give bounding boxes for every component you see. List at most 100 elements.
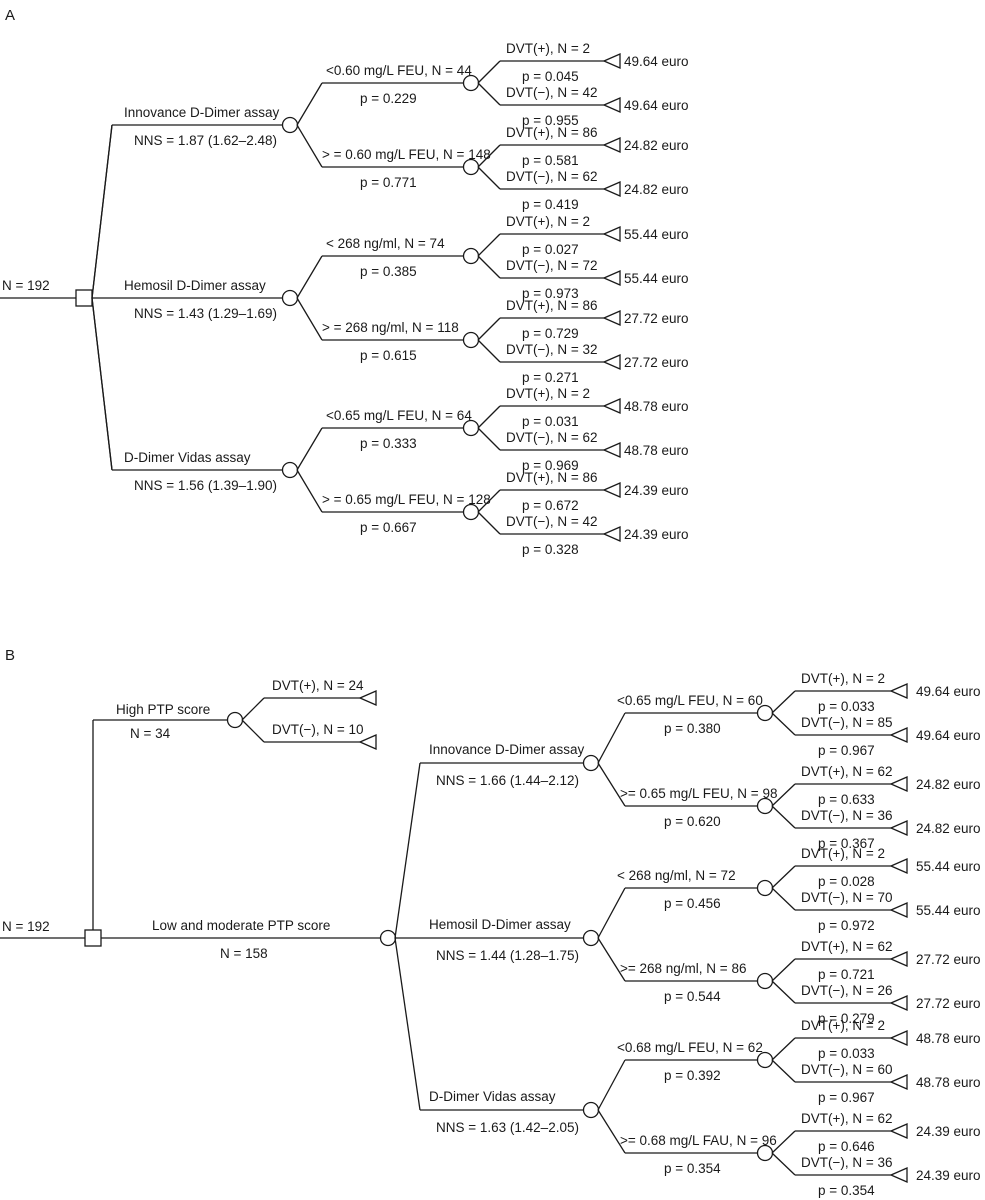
terminal-node <box>602 97 621 113</box>
branch-probability: p = 0.615 <box>360 348 417 363</box>
branch-line <box>771 1130 796 1154</box>
terminal-node <box>602 137 621 153</box>
outcome-probability: p = 0.028 <box>818 874 875 889</box>
branch-line <box>597 937 626 982</box>
cost-label: 49.64 euro <box>916 728 981 743</box>
decision-node <box>75 289 93 307</box>
outcome-probability: p = 0.271 <box>522 370 579 385</box>
chance-node <box>756 1144 774 1162</box>
outcome-probability: p = 0.033 <box>818 1046 875 1061</box>
assay-name: Innovance D-Dimer assay <box>124 105 280 120</box>
outcome-probability: p = 0.633 <box>818 792 875 807</box>
outcome-probability: p = 0.033 <box>818 699 875 714</box>
panel-label: B <box>5 647 15 664</box>
branch-line <box>597 762 626 807</box>
outcome-label: DVT(+), N = 2 <box>801 671 885 686</box>
branch-line <box>597 1109 626 1154</box>
assay-name: Hemosil D-Dimer assay <box>429 917 571 932</box>
cost-label: 48.78 euro <box>624 443 689 458</box>
nns-label: NNS = 1.87 (1.62–2.48) <box>134 133 277 148</box>
outcome-label: DVT(+), N = 2 <box>506 214 590 229</box>
branch-line <box>477 405 501 429</box>
chance-node <box>582 1101 600 1119</box>
chance-node <box>582 754 600 772</box>
chance-node <box>226 711 244 729</box>
branch-line <box>771 1037 796 1061</box>
outcome-probability: p = 0.672 <box>522 498 579 513</box>
branch-line <box>241 719 265 743</box>
branch-line <box>394 937 421 1111</box>
cost-label: 27.72 euro <box>624 311 689 326</box>
outcome-label: DVT(−), N = 32 <box>506 342 598 357</box>
terminal-node <box>889 1030 908 1046</box>
outcome-probability: p = 0.027 <box>522 242 579 257</box>
branch-label: <0.68 mg/L FEU, N = 62 <box>617 1040 763 1055</box>
cost-label: 55.44 euro <box>916 859 981 874</box>
branch-probability: p = 0.385 <box>360 264 417 279</box>
cost-label: 24.39 euro <box>916 1124 981 1139</box>
branch-label: >= 0.68 mg/L FAU, N = 96 <box>620 1133 777 1148</box>
cost-label: 24.39 euro <box>624 483 689 498</box>
branch-probability: p = 0.620 <box>664 814 721 829</box>
cost-label: 49.64 euro <box>916 684 981 699</box>
outcome-label: DVT(+), N = 2 <box>506 41 590 56</box>
branch-label: > = 0.60 mg/L FEU, N = 148 <box>322 147 491 162</box>
cost-label: 48.78 euro <box>916 1075 981 1090</box>
outcome-probability: p = 0.972 <box>818 918 875 933</box>
branch-line <box>296 297 323 341</box>
outcome-label: DVT(−), N = 26 <box>801 983 893 998</box>
low-ptp-label: Low and moderate PTP score <box>152 918 330 933</box>
outcome-label: DVT(−), N = 36 <box>801 1155 893 1170</box>
outcome-label: DVT(+), N = 2 <box>506 386 590 401</box>
root-n-label: N = 192 <box>2 919 50 934</box>
branch-line <box>91 124 113 299</box>
outcome-label: DVT(+), N = 86 <box>506 470 598 485</box>
cost-label: 24.82 euro <box>624 182 689 197</box>
outcome-label: DVT(+), N = 2 <box>801 846 885 861</box>
outcome-label: DVT(−), N = 85 <box>801 715 893 730</box>
chance-node <box>462 247 480 265</box>
branch-line <box>477 255 501 279</box>
outcome-label: DVT(+), N = 62 <box>801 939 893 954</box>
branch-probability: p = 0.544 <box>664 989 721 1004</box>
cost-label: 24.39 euro <box>624 527 689 542</box>
branch-line <box>296 255 323 299</box>
branch-line <box>477 427 501 451</box>
outcome-label: DVT(+), N = 2 <box>801 1018 885 1033</box>
nns-label: NNS = 1.43 (1.29–1.69) <box>134 306 277 321</box>
terminal-node <box>602 482 621 498</box>
branch-probability: p = 0.229 <box>360 91 417 106</box>
outcome-label: DVT(−), N = 36 <box>801 808 893 823</box>
outcome-probability: p = 0.354 <box>818 1183 875 1198</box>
branch-line <box>477 60 501 84</box>
branch-line <box>241 697 265 721</box>
panel-label: A <box>5 7 15 24</box>
branch-line <box>477 489 501 513</box>
branch-probability: p = 0.771 <box>360 175 417 190</box>
outcome-probability: p = 0.729 <box>522 326 579 341</box>
nns-label: NNS = 1.63 (1.42–2.05) <box>436 1120 579 1135</box>
outcome-probability: p = 0.419 <box>522 197 579 212</box>
assay-name: D-Dimer Vidas assay <box>429 1089 556 1104</box>
outcome-probability: p = 0.973 <box>522 286 579 301</box>
outcome-probability: p = 0.646 <box>818 1139 875 1154</box>
outcome-label: DVT(+), N = 62 <box>801 1111 893 1126</box>
chance-node <box>379 929 397 947</box>
outcome-label: DVT(−), N = 62 <box>506 169 598 184</box>
terminal-node <box>602 270 621 286</box>
outcome-label: DVT(+), N = 86 <box>506 298 598 313</box>
branch-line <box>771 1059 796 1083</box>
branch-line <box>296 469 323 513</box>
outcome-label: DVT(−), N = 60 <box>801 1062 893 1077</box>
outcome-label: DVT(−), N = 62 <box>506 430 598 445</box>
cost-label: 24.39 euro <box>916 1168 981 1183</box>
terminal-node <box>889 902 908 918</box>
nns-label: NNS = 1.44 (1.28–1.75) <box>436 948 579 963</box>
chance-node <box>462 503 480 521</box>
branch-label: >= 0.65 mg/L FEU, N = 98 <box>620 786 777 801</box>
nns-label: NNS = 1.66 (1.44–2.12) <box>436 773 579 788</box>
chance-node <box>462 74 480 92</box>
chance-node <box>281 289 299 307</box>
terminal-node <box>602 310 621 326</box>
